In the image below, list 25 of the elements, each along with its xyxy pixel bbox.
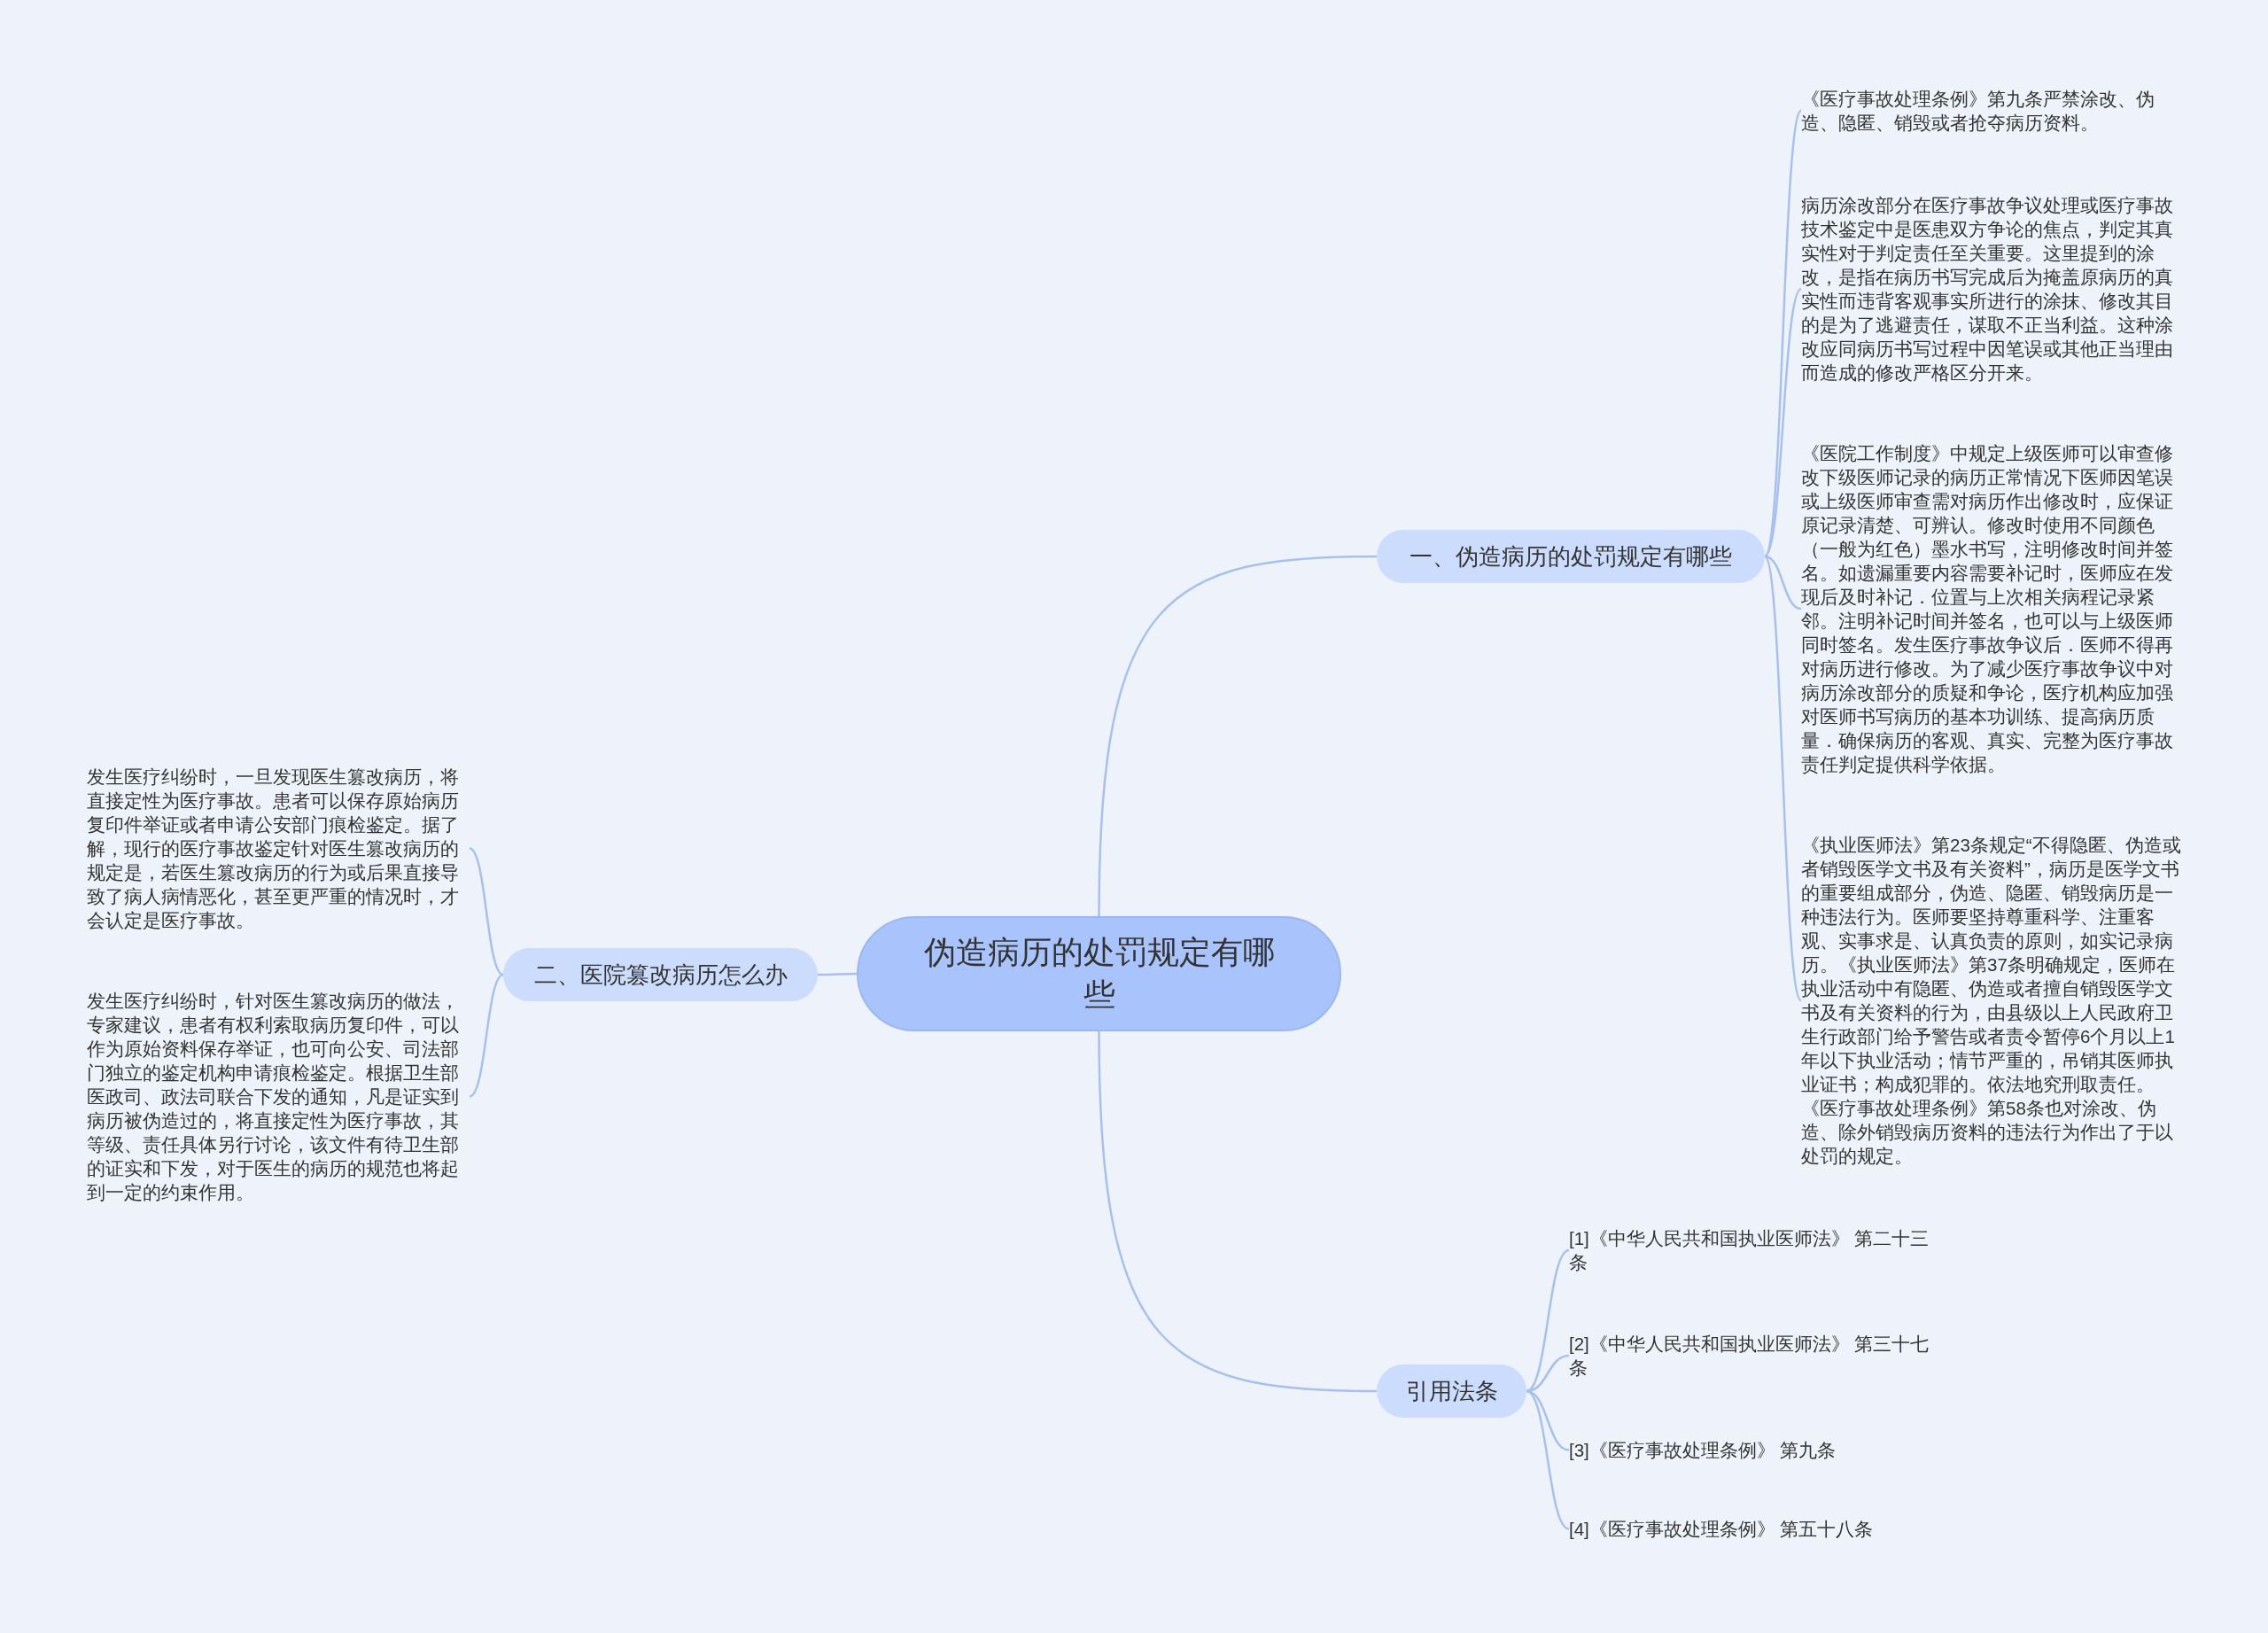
connector-line xyxy=(469,973,504,1098)
connector-line xyxy=(1098,1030,1378,1393)
branch-topic: 引用法条 xyxy=(1377,1365,1526,1418)
connector-line xyxy=(1764,555,1802,610)
connector-line xyxy=(1763,110,1803,557)
topic-text: [4]《医疗事故处理条例》 第五十八条 xyxy=(1569,1517,1941,1541)
topic-text: 《医院工作制度》中规定上级医师可以审查修改下级医师记录的病历正常情况下医师因笔误或上级医师审查需对病历作出修改时，应保证原记录清楚、可辨认。修改时使用不同颜色（一般为红色）墨水书写，注明修改时间并签名。如遗漏重要内容需要补记时，医师应在发现后及时补记．位置与上次相关病程记录紧邻。注明补记时间并签名，也可以与上级医师同时签名。发生医疗事故争议后．医师不得再对病历进行修改。为了减少医疗事故争议中对病历涂改部分的质疑和争论，医疗机构应加强对医师书写病历的基本功训练、提高病历质量．确保病历的客观、真实、完整为医疗事故责任判定提供科学依据。 xyxy=(1801,441,2191,776)
topic-text: [3]《医疗事故处理条例》 第九条 xyxy=(1569,1438,1941,1462)
connector-line xyxy=(818,972,857,976)
connector-line xyxy=(469,847,504,976)
connector-line xyxy=(1526,1389,1570,1530)
connector-line xyxy=(1526,1248,1570,1393)
topic-text: 病历涂改部分在医疗事故争议处理或医疗事故技术鉴定中是医患双方争论的焦点，判定其真实性对于判定责任至关重要。这里提到的涂改，是指在病历书写完成后为掩盖原病历的真实性而违背客观事实所进行的涂抹、修改其目的是为了逃避责任，谋取不正当利益。这种涂改应同病历书写过程中因笔误或其他正当理由而造成的修改严格区分开来。 xyxy=(1801,193,2191,385)
topic-text: [2]《中华人民共和国执业医师法》 第三十七条 xyxy=(1569,1332,1941,1380)
topic-text: 《医疗事故处理条例》第九条严禁涂改、伪造、隐匿、销毁或者抢夺病历资料。 xyxy=(1801,87,2191,135)
topic-text: [1]《中华人民共和国执业医师法》 第二十三条 xyxy=(1569,1226,1941,1274)
branch-topic: 一、伪造病历的处罚规定有哪些 xyxy=(1377,530,1765,583)
central-topic: 伪造病历的处罚规定有哪些 xyxy=(857,916,1341,1031)
topic-text: 发生医疗纠纷时，针对医生篡改病历的做法，专家建议，患者有权利索取病历复印件，可以作为原始资料保存举证，也可向公安、司法部门独立的鉴定机构申请痕检鉴定。根据卫生部医政司、政法司联合下发的通知，凡是证实到病历被伪造过的，将直接定性为医疗事故，其等级、责任具体另行讨论，该文件有待卫生部的证实和下发，对于医生的病历的规范也将起到一定的约束作用。 xyxy=(87,989,470,1204)
connector-line xyxy=(1526,1354,1570,1393)
topic-text: 发生医疗纠纷时，一旦发现医生篡改病历，将直接定性为医疗事故。患者可以保存原始病历复印件举证或者申请公安部门痕检鉴定。据了解，现行的医疗事故鉴定针对医生篡改病历的规定是，若医生篡改病历的行为或后果直接导致了病人病情恶化，甚至更严重的情况时，才会认定是医疗事故。 xyxy=(87,765,470,932)
branch-topic: 二、医院篡改病历怎么办 xyxy=(503,948,818,1001)
topic-text: 《执业医师法》第23条规定“不得隐匿、伪造或者销毁医学文书及有关资料”，病历是医学文书的重要组成部分，伪造、隐匿、销毁病历是一种违法行为。医师要坚持尊重科学、注重客观、实事求是、认真负责的原则，如实记录病历。《执业医师法》第37条明确规定，医师在执业活动中有隐匿、伪造或者擅自销毁医学文书及有关资料的行为，由县级以上人民政府卫生行政部门给予警告或者责令暂停6个月以上1年以下执业活动；情节严重的，吊销其医师执业证书；构成犯罪的。依法地究刑取责任。《医疗事故处理条例》第58条也对涂改、伪造、除外销毁病历资料的违法行为作出了于以处罚的规定。 xyxy=(1801,833,2191,1168)
connector-line xyxy=(1098,555,1378,917)
connector-line xyxy=(1763,556,1803,1001)
